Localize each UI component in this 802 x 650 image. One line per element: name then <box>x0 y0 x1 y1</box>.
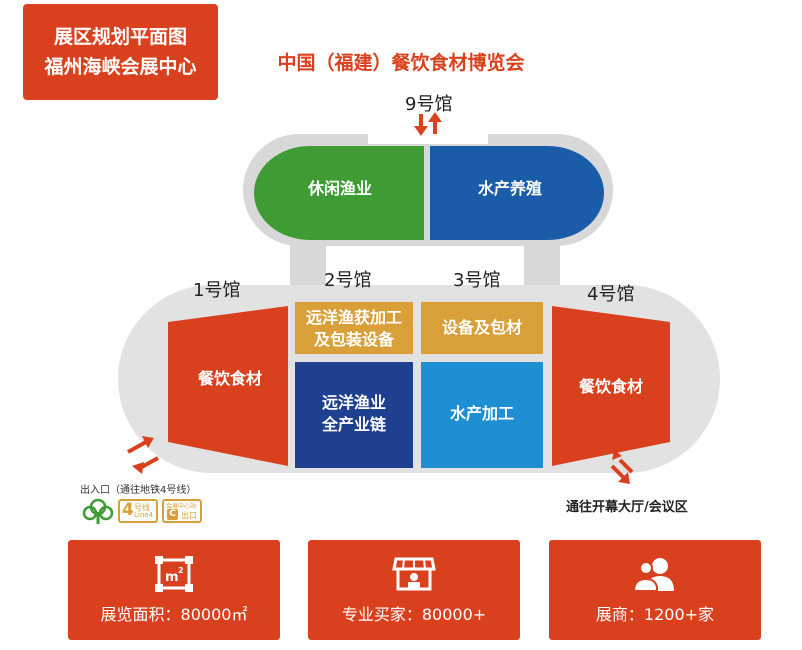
conference-label: 通往开幕大厅/会议区 <box>566 500 688 515</box>
entrance-label: 出入口（通往地铁4号线） <box>80 485 197 496</box>
title-line-1: 展区规划平面图 <box>53 26 187 48</box>
title-line-2: 福州海峡会展中心 <box>44 56 197 78</box>
stat-buyers-label: 专业买家：80000+ <box>341 605 487 624</box>
stat-area-card: m 2 展览面积：80000㎡ <box>68 540 280 640</box>
zone-ocean-chain-label: 远洋渔业 全产业链 <box>321 393 386 434</box>
tree-logo-icon <box>82 498 114 524</box>
exit-word: 出口 <box>181 511 197 520</box>
zone-ocean-chain <box>295 362 413 468</box>
zone-catering-right <box>552 306 670 466</box>
entrance-arrow-in-icon <box>127 436 154 454</box>
zone-aquaculture-label: 水产养殖 <box>477 179 542 198</box>
exit-letter: C <box>167 509 178 520</box>
zone-leisure-fishery <box>254 146 424 240</box>
hall-3-label: 3号馆 <box>453 270 501 291</box>
metro-line-en: Line4 <box>134 511 154 519</box>
stat-area-label: 展览面积：80000㎡ <box>100 605 248 624</box>
conference-arrow-in-icon <box>612 450 634 474</box>
area-icon: m 2 <box>155 556 193 592</box>
store-icon <box>392 557 436 591</box>
entrance-arrow-out-icon <box>132 456 159 474</box>
hall-1-label: 1号馆 <box>193 280 241 301</box>
exit-station: 会展中心站 <box>166 503 197 510</box>
zone-equipment-packaging <box>421 302 543 354</box>
zone-leisure-fishery-label: 休闲渔业 <box>307 179 372 198</box>
metro-line-number: 4 <box>122 500 134 520</box>
title-box: 展区规划平面图 福州海峡会展中心 <box>23 4 218 100</box>
zone-aquatic-processing <box>421 362 543 468</box>
metro-line-badge: 4 号线 Line4 <box>118 499 158 523</box>
zone-aquatic-processing-label: 水产加工 <box>449 404 514 423</box>
hall-9-label: 9号馆 <box>405 94 453 115</box>
zone-catering-left-label: 餐饮食材 <box>197 369 262 388</box>
top-notch <box>368 132 488 144</box>
zone-ocean-processing-label: 远洋渔获加工 及包装设备 <box>305 308 402 349</box>
arrow-up-icon <box>428 112 442 134</box>
zone-ocean-processing <box>295 302 413 354</box>
metro-line-cn: 号线 <box>134 503 150 512</box>
zone-equipment-packaging-label: 设备及包材 <box>441 318 522 337</box>
stat-buyers-card: 专业买家：80000+ <box>308 540 520 640</box>
conference-arrow-out-icon <box>610 464 630 484</box>
hall-4-label: 4号馆 <box>587 284 635 305</box>
main-title: 中国（福建）餐饮食材博览会 <box>277 52 525 74</box>
svg-text:m: m <box>165 570 179 585</box>
stat-exhibitors-label: 展商：1200+家 <box>595 605 715 624</box>
exit-badge: 会展中心站 C 出口 <box>162 499 202 523</box>
people-icon <box>633 558 674 592</box>
stat-exhibitors-card: 展商：1200+家 <box>549 540 761 640</box>
svg-text:2: 2 <box>178 566 184 575</box>
zone-catering-left <box>168 306 288 466</box>
zone-catering-right-label: 餐饮食材 <box>578 377 643 396</box>
hall-2-label: 2号馆 <box>324 270 372 291</box>
zone-aquaculture <box>430 146 604 240</box>
arrow-down-icon <box>414 114 428 136</box>
